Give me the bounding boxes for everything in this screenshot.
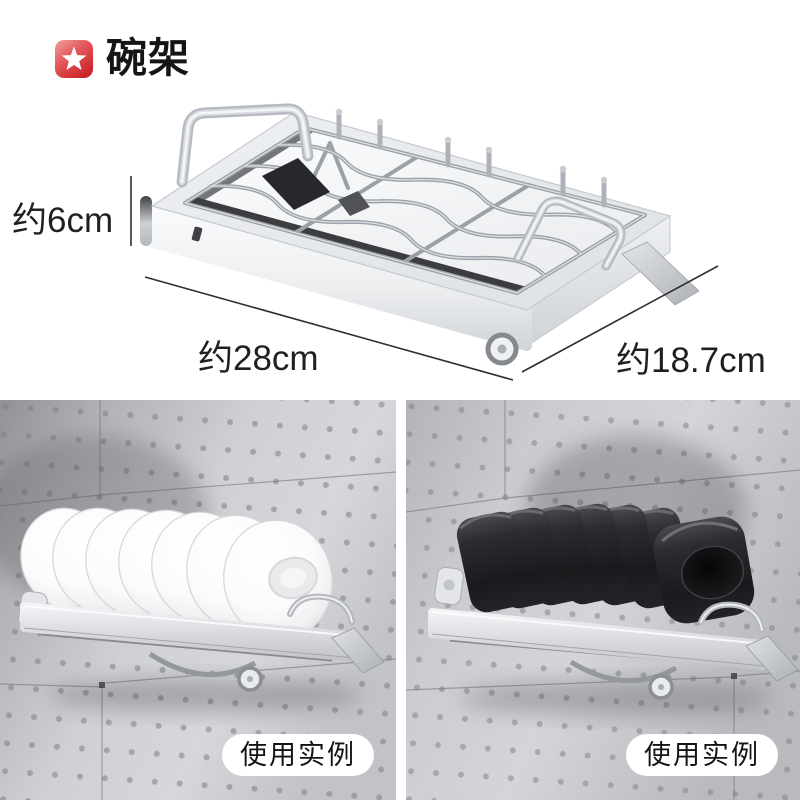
hook-pegs	[335, 108, 608, 208]
caster-hub	[497, 344, 507, 354]
rack-shadow	[50, 678, 360, 712]
product-title: 碗架	[106, 35, 190, 81]
black-bowl	[653, 516, 755, 624]
example-photo-plates: 使用实例	[406, 400, 800, 800]
dimension-lines	[130, 176, 719, 381]
example-photo-bowls: 使用实例	[0, 400, 396, 800]
black-plates	[456, 503, 755, 624]
star-icon	[55, 39, 93, 78]
drain-spout	[745, 635, 799, 682]
bowl-foot-ring	[268, 556, 318, 600]
drain-spout	[621, 241, 700, 306]
handle-left	[176, 103, 314, 188]
product-figure: 约6cm 约28cm 约18.7cm	[12, 103, 766, 381]
handle-right	[513, 196, 626, 271]
seam-junction	[731, 673, 737, 679]
rim-shadow	[185, 197, 527, 293]
dimension-length-label: 约28cm	[198, 339, 319, 378]
wall-rack	[428, 566, 799, 700]
wall-bracket	[434, 566, 464, 606]
plates-photo-illustration	[406, 400, 800, 800]
tray-body	[140, 111, 672, 351]
dimension-line-length	[144, 276, 514, 381]
dish-rack-illustration	[130, 103, 719, 381]
white-bowls	[20, 507, 333, 641]
plate	[456, 511, 532, 613]
dimension-height-label: 约6cm	[12, 201, 114, 240]
caption-pill: 使用实例	[222, 734, 374, 776]
drain-pipe	[569, 659, 678, 684]
caption-pill: 使用实例	[626, 734, 778, 776]
header: 碗架	[55, 38, 190, 79]
dimension-depth-label: 约18.7cm	[616, 341, 766, 380]
bowls-photo-illustration	[0, 400, 396, 800]
drain-hole	[191, 226, 203, 242]
holder-clip	[262, 158, 370, 216]
rack-shadow	[461, 681, 771, 715]
dimension-line-depth	[521, 265, 719, 373]
caption-text: 使用实例	[240, 740, 356, 770]
drain-spout	[331, 627, 385, 674]
usage-examples: 使用实例	[0, 400, 800, 800]
caption-text: 使用实例	[644, 740, 760, 770]
wall-rack	[18, 590, 385, 692]
tray-left-cap	[140, 196, 152, 246]
